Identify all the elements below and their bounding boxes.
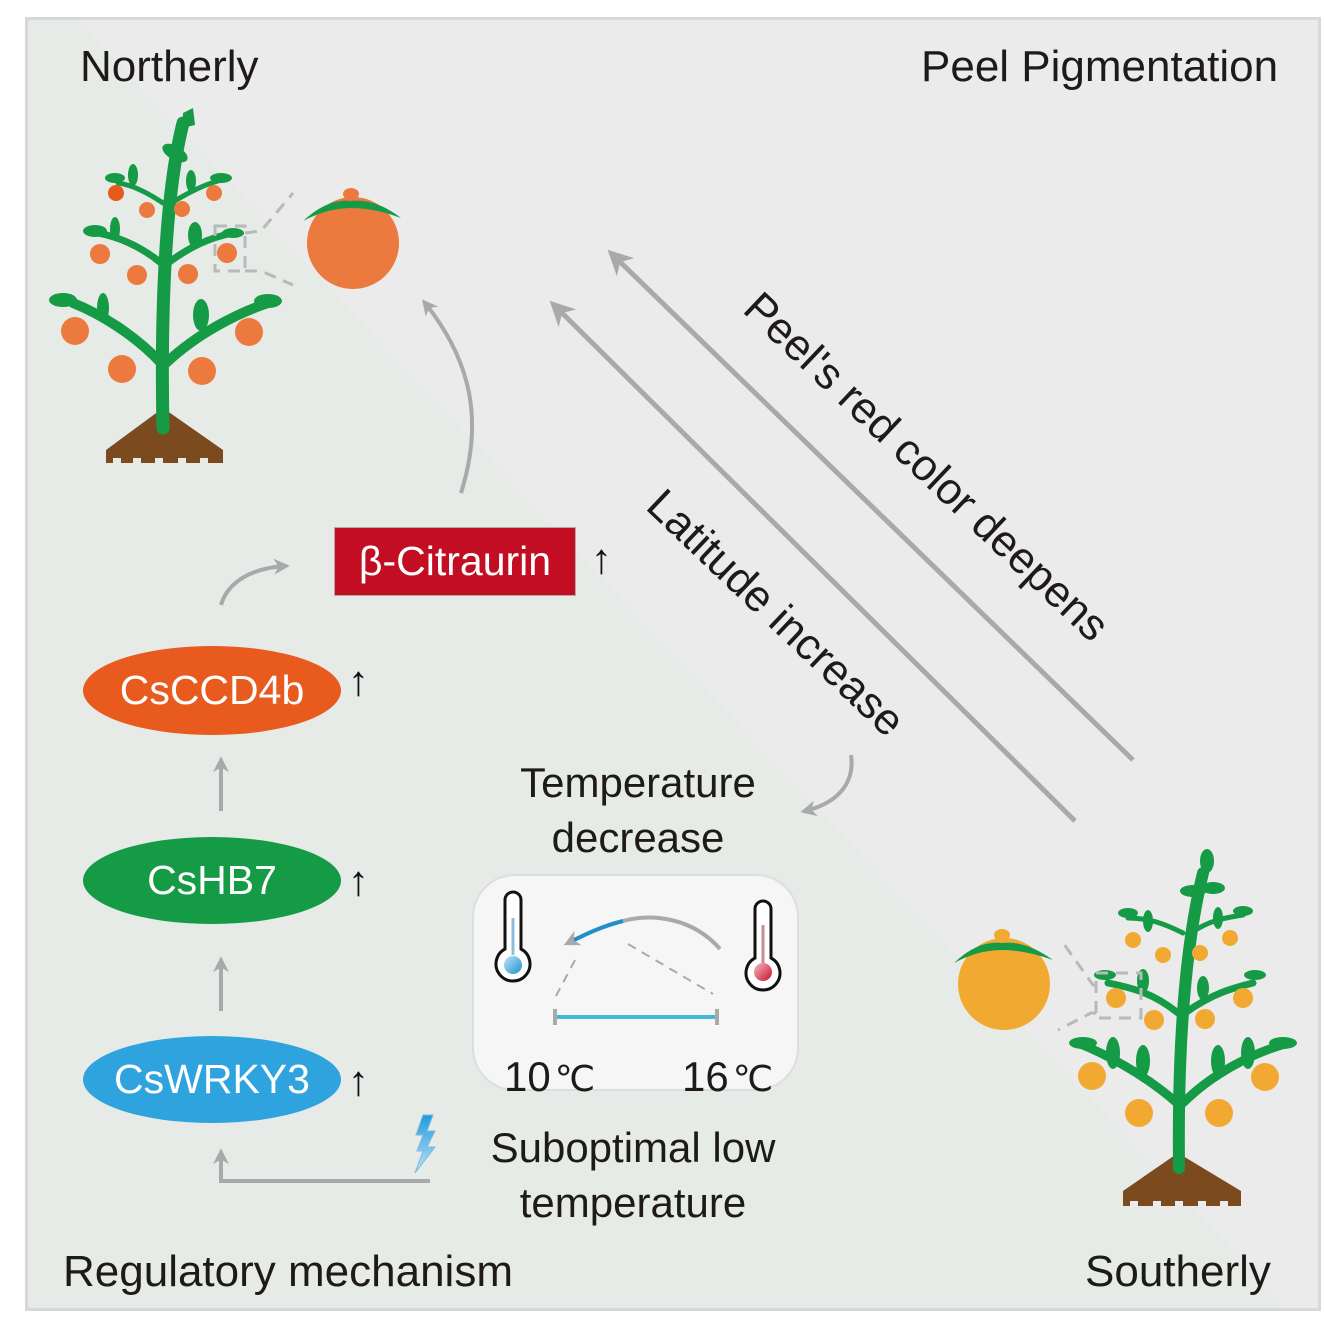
stimulus-to-wrky3-arrow [213, 1148, 430, 1183]
soil [1123, 1153, 1241, 1206]
celsius-unit: ℃ [554, 1058, 596, 1099]
gene-node-csccd4b: CsCCD4b [83, 646, 341, 735]
northern-tree [49, 108, 295, 464]
beta-citraurin-label: β-Citraurin [358, 538, 552, 584]
gene-node-cswrky3: CsWRKY3 [83, 1036, 341, 1123]
cshb7-up-arrow-icon: ↑ [348, 857, 369, 904]
low-temperature-value: 10 [504, 1053, 551, 1100]
latitude-to-temperature-arrow [800, 754, 854, 817]
regulatory-mechanism-label: Regulatory mechanism [63, 1247, 513, 1296]
citraurin-up-arrow-icon: ↑ [591, 535, 612, 582]
gene-label: CsWRKY3 [114, 1056, 310, 1102]
zoom-callout [213, 192, 295, 287]
gene-label: CsCCD4b [119, 667, 305, 713]
cswrky3-up-arrow-icon: ↑ [348, 1057, 369, 1104]
northern-fruits [61, 185, 263, 385]
zoom-callout [1057, 939, 1143, 1032]
stimulus-line1: Suboptimal low [490, 1124, 776, 1171]
peel-pigmentation-label: Peel Pigmentation [921, 42, 1279, 91]
northern-fruit-enlarged [303, 188, 401, 289]
high-temperature-label: 16℃ [682, 1056, 773, 1098]
ccd4b-to-citraurin-arrow [219, 558, 290, 606]
beta-citraurin-box: β-Citraurin [334, 527, 576, 596]
soil [106, 408, 223, 463]
southern-tree [1057, 849, 1297, 1207]
leaf [183, 108, 195, 128]
suboptimal-low-temperature-label: Suboptimal low temperature [468, 1120, 798, 1230]
southern-fruit-enlarged [954, 929, 1053, 1030]
temperature-decrease-line2: decrease [551, 814, 725, 861]
high-temperature-value: 16 [682, 1053, 729, 1100]
citraurin-to-fruit-arrow [422, 299, 475, 494]
warm-thermometer-icon [744, 899, 782, 992]
diagram-canvas [49, 20, 1318, 1308]
stimulus-line2: temperature [519, 1179, 747, 1226]
southerly-label: Southerly [1085, 1247, 1271, 1296]
temperature-panel [472, 874, 799, 1091]
latitude-arrow [549, 300, 1077, 823]
lightning-icon [414, 1114, 437, 1174]
csccd4b-up-arrow-icon: ↑ [348, 657, 369, 704]
gene-label: CsHB7 [147, 857, 277, 903]
peel-color-arrow [607, 249, 1135, 762]
northerly-label: Northerly [80, 42, 259, 91]
southern-fruits [1078, 930, 1279, 1127]
low-temperature-label: 10℃ [504, 1056, 595, 1098]
celsius-unit: ℃ [732, 1058, 774, 1099]
temperature-decrease-line1: Temperature [520, 759, 756, 806]
cold-thermometer-icon [494, 890, 532, 983]
diagram-frame: Northerly Peel Pigmentation Regulatory m… [25, 17, 1321, 1311]
gene-node-cshb7: CsHB7 [83, 837, 341, 924]
temperature-decrease-label: Temperature decrease [498, 755, 778, 865]
